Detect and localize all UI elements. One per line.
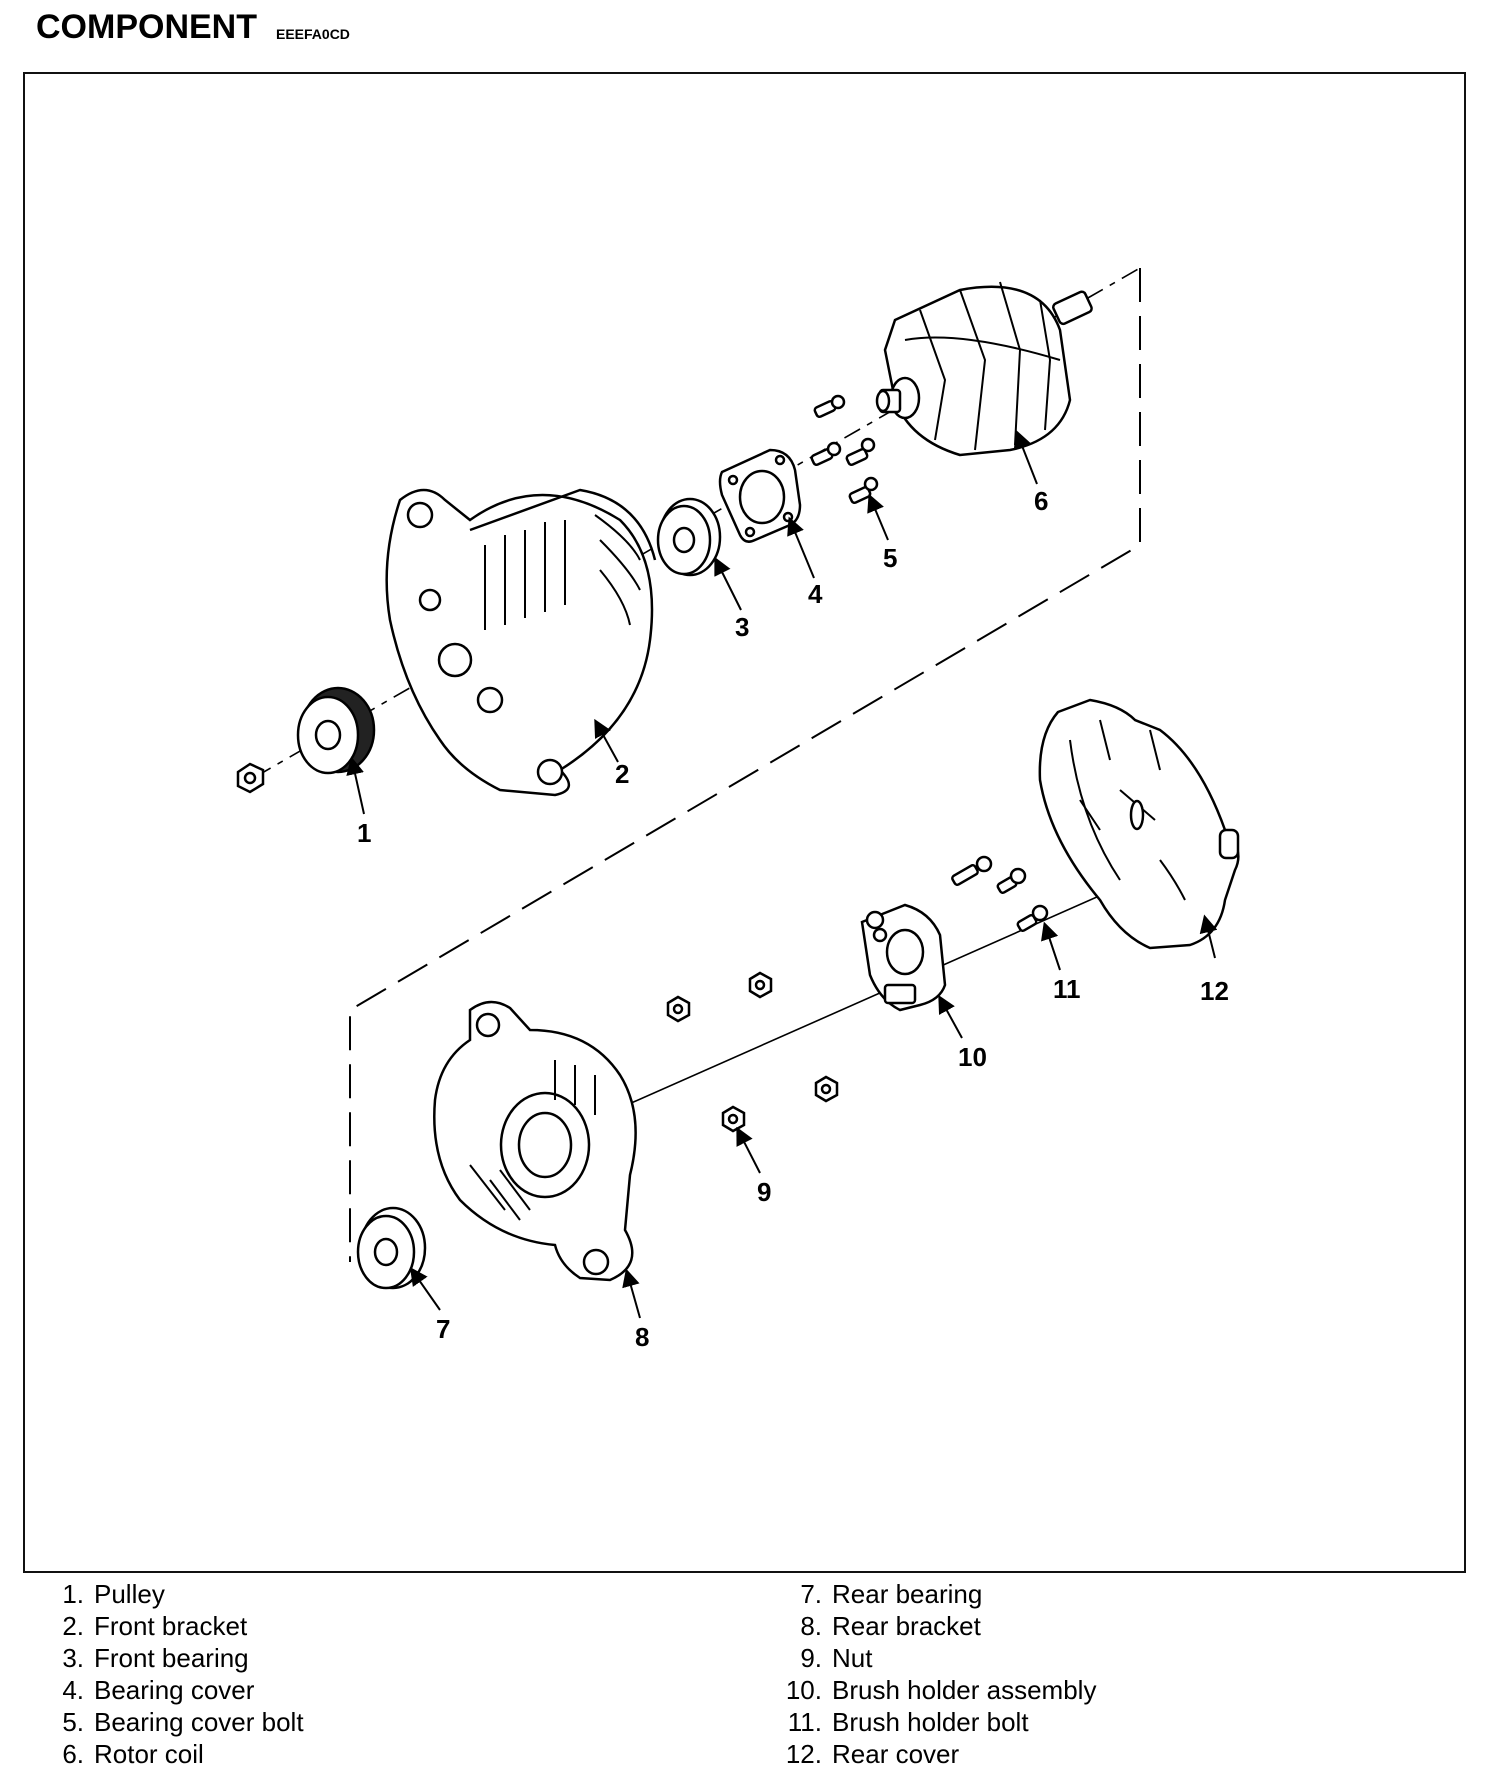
legend-item: 12.Rear cover <box>785 1739 960 1769</box>
bearing-cover <box>718 448 802 543</box>
legend-label: Pulley <box>94 1579 165 1609</box>
rear-bearing <box>356 1206 427 1290</box>
legend-label: Rotor coil <box>94 1739 204 1769</box>
callout-12: 12 <box>1200 976 1229 1006</box>
legend-item: 1.Pulley <box>62 1579 165 1609</box>
legend-label: Bearing cover <box>94 1675 255 1705</box>
legend-item: 3.Front bearing <box>62 1643 249 1673</box>
legend-item: 8.Rear bracket <box>800 1611 981 1641</box>
legend-label: Brush holder assembly <box>832 1675 1097 1705</box>
callout-labels: 1 2 3 4 5 6 7 8 9 10 11 12 <box>357 486 1229 1352</box>
legend-item: 6.Rotor coil <box>62 1739 204 1769</box>
legend-item: 7.Rear bearing <box>800 1579 983 1609</box>
diagram-frame <box>23 72 1466 1573</box>
callout-2: 2 <box>615 759 629 789</box>
callout-6: 6 <box>1034 486 1048 516</box>
legend-label: Rear bracket <box>832 1611 981 1641</box>
legend-left-column: 1.Pulley 2.Front bracket 3.Front bearing… <box>44 1578 304 1770</box>
callout-9: 9 <box>757 1177 771 1207</box>
legend-item: 11.Brush holder bolt <box>787 1707 1029 1737</box>
legend-label: Front bracket <box>94 1611 248 1641</box>
nuts <box>666 971 839 1133</box>
callout-1: 1 <box>357 818 371 848</box>
brush-holder-bolts <box>951 855 1049 932</box>
legend-label: Front bearing <box>94 1643 249 1673</box>
document-code: EEEFA0CD <box>276 26 350 42</box>
legend-right-column: 7.Rear bearing 8.Rear bracket 9.Nut 10.B… <box>770 1578 1097 1770</box>
bearing-cover-bolts <box>810 394 879 505</box>
rear-bracket <box>433 1000 637 1282</box>
rotor-coil <box>875 281 1093 457</box>
callout-7: 7 <box>436 1314 450 1344</box>
brush-holder-assembly <box>860 903 947 1012</box>
page-title: COMPONENT <box>36 8 257 46</box>
callout-10: 10 <box>958 1042 987 1072</box>
legend-label: Brush holder bolt <box>832 1707 1029 1737</box>
legend-label: Rear bearing <box>832 1579 983 1609</box>
legend-item: 2.Front bracket <box>62 1611 248 1641</box>
legend-item: 5.Bearing cover bolt <box>62 1707 304 1737</box>
callout-8: 8 <box>635 1322 649 1352</box>
front-bracket <box>385 488 657 797</box>
callout-5: 5 <box>883 543 897 573</box>
legend-item: 4.Bearing cover <box>62 1675 255 1705</box>
pulley <box>236 686 376 794</box>
legend-label: Nut <box>832 1643 873 1673</box>
legend-item: 10.Brush holder assembly <box>785 1675 1097 1705</box>
callout-3: 3 <box>735 612 749 642</box>
rear-cover <box>1038 698 1240 950</box>
legend-item: 9.Nut <box>800 1643 873 1673</box>
front-bearing <box>656 497 722 577</box>
leader-arrows <box>346 429 1218 1319</box>
callout-11: 11 <box>1053 974 1081 1004</box>
callout-4: 4 <box>808 579 823 609</box>
legend-label: Bearing cover bolt <box>94 1707 304 1737</box>
legend-label: Rear cover <box>832 1739 960 1769</box>
